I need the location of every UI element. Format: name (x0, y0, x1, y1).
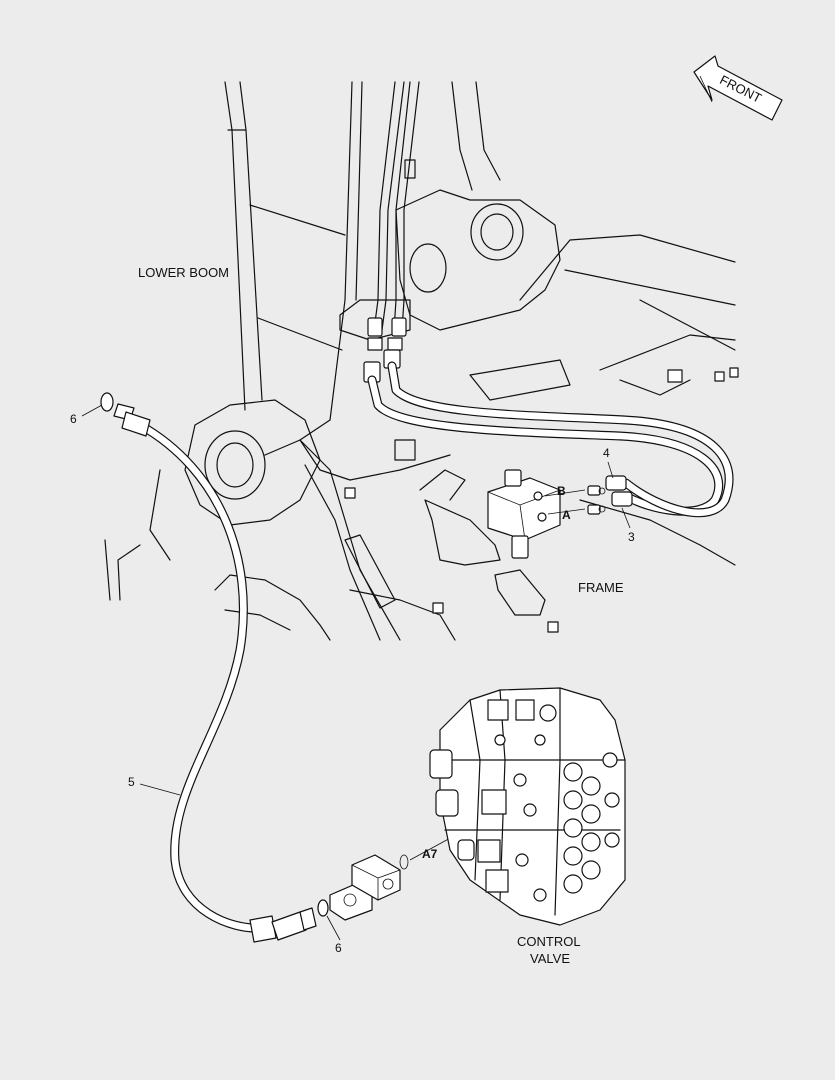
flange-adapter (329, 829, 466, 921)
port-a-label: A (562, 508, 571, 522)
control-valve-label-line2: VALVE (530, 951, 570, 966)
control-valve-label-line1: CONTROL (517, 934, 581, 949)
callout-3: 3 (621, 507, 635, 544)
control-valve (429, 687, 626, 926)
callout-3-number: 3 (628, 530, 635, 544)
callout-4-number: 4 (603, 446, 610, 460)
port-a7-label: A7 (422, 847, 438, 861)
front-arrow-icon: FRONT (693, 55, 783, 121)
callout-6-top-number: 6 (70, 412, 77, 426)
hoses-3-4 (367, 361, 734, 518)
callout-6-bottom-number: 6 (335, 941, 342, 955)
callout-5: 5 (128, 775, 181, 796)
callout-6-top: 6 (70, 404, 103, 426)
ab-valve-block: B A (487, 469, 586, 559)
lower-boom-label: LOWER BOOM (138, 265, 229, 280)
port-b-label: B (557, 484, 566, 498)
frame-label: FRAME (578, 580, 624, 595)
callout-5-number: 5 (128, 775, 135, 789)
callout-4: 4 (603, 446, 614, 479)
frame-structure (104, 399, 736, 641)
boom-pipes (339, 81, 420, 383)
hose-5 (100, 392, 329, 943)
callout-6-bottom: 6 (326, 915, 342, 955)
